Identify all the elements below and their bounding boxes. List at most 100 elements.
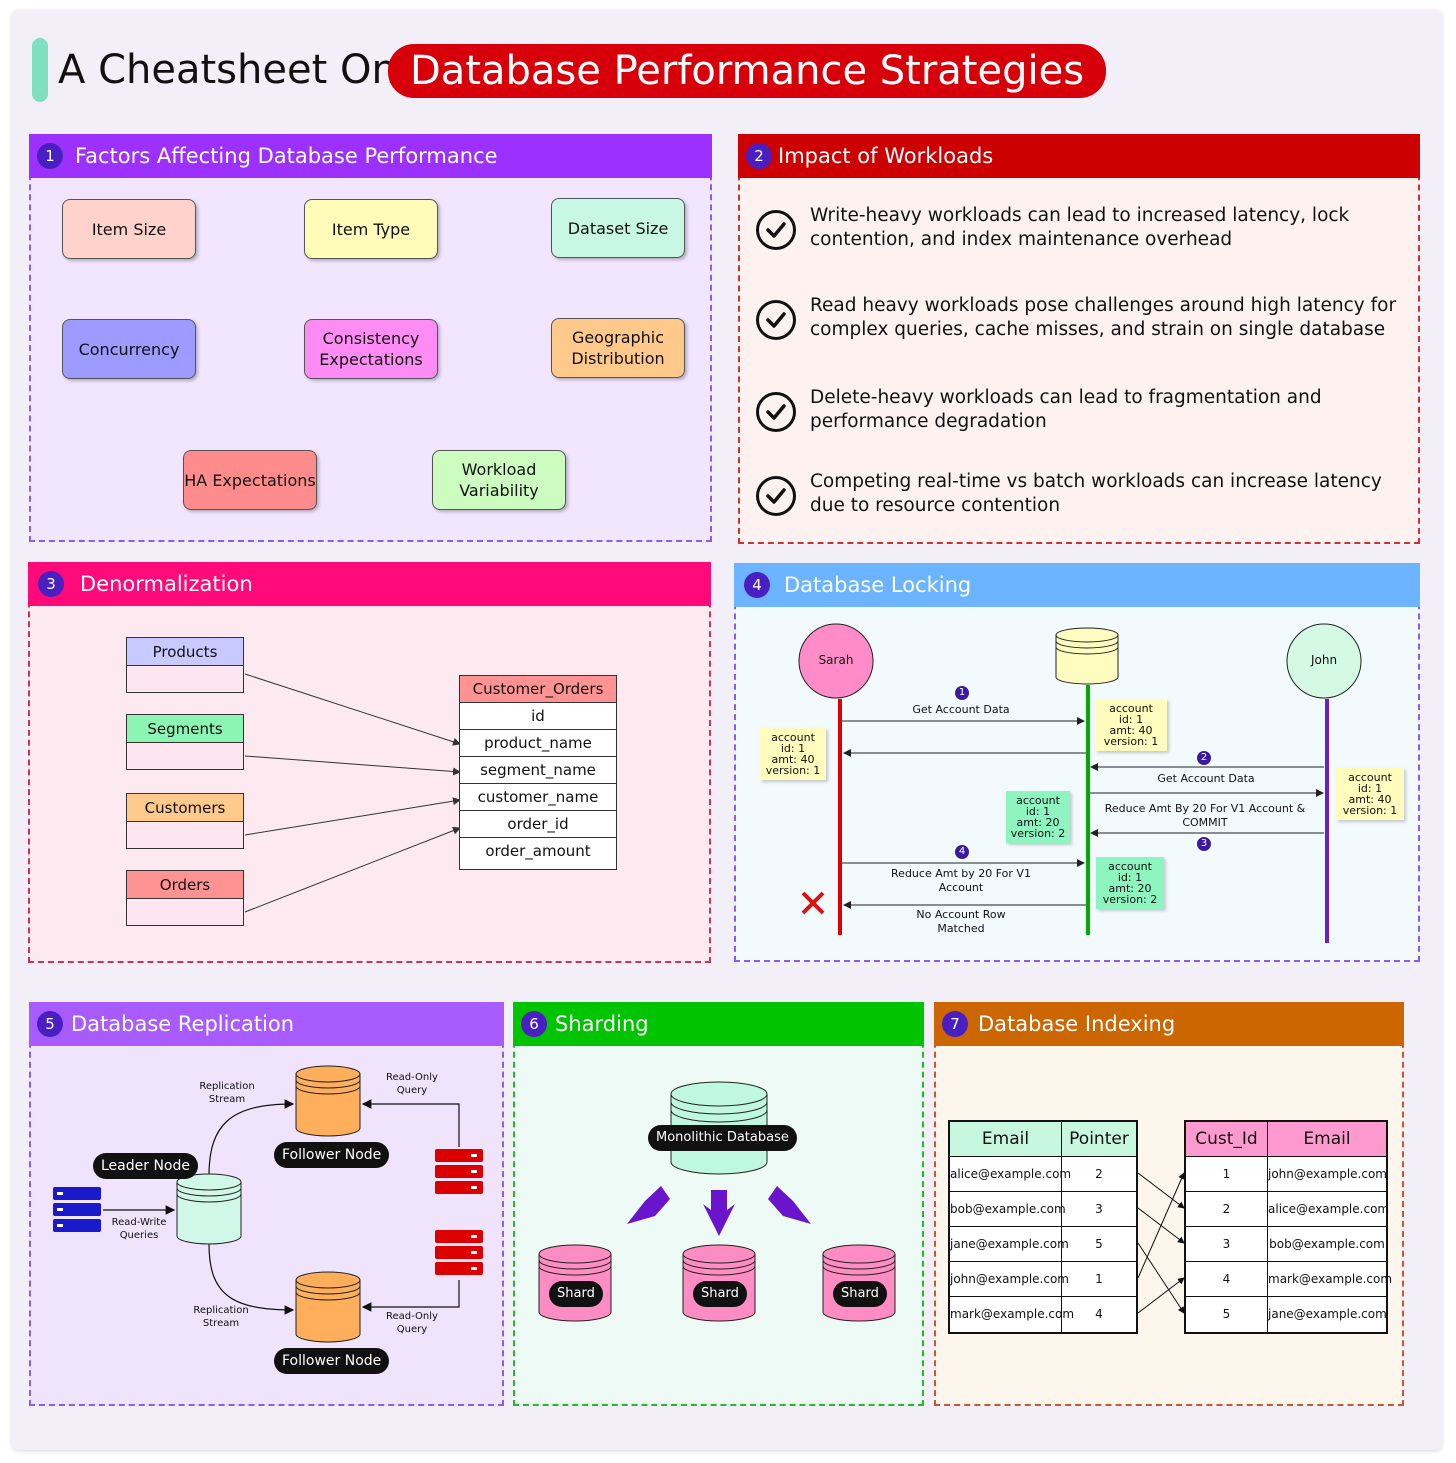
table-orders: Orders [126, 870, 244, 926]
panel-workloads-title: Impact of Workloads [778, 144, 994, 168]
message-label: Reduce Amt by 20 For V1 Account [891, 867, 1031, 894]
panel-indexing-title: Database Indexing [978, 1012, 1176, 1036]
factor-workload: Workload Variability [432, 450, 566, 510]
table-row: segment_name [460, 757, 616, 784]
leader-database-icon [176, 1173, 242, 1245]
message-label: Get Account Data [912, 703, 1010, 716]
shard-label: Shard [833, 1281, 887, 1307]
table-customers-header: Customers [127, 794, 243, 822]
panel-number-badge: 7 [942, 1011, 968, 1037]
follower-database-icon [295, 1271, 361, 1343]
shard-label: Shard [549, 1281, 603, 1307]
check-circle-icon [756, 476, 796, 516]
panel-number-badge: 3 [38, 571, 64, 597]
actor-john-label: John [1310, 653, 1338, 667]
panel-locking-header: 4 Database Locking [734, 563, 1420, 607]
check-circle-icon [756, 210, 796, 250]
table-customer-orders: Customer_Orders id product_name segment_… [459, 675, 617, 870]
panel-denormalization-header: 3 Denormalization [28, 562, 711, 606]
table-row: customer_name [460, 784, 616, 811]
title-accent-bar [32, 38, 48, 102]
panel-replication-header: 5 Database Replication [29, 1002, 504, 1046]
john-actor [1286, 623, 1362, 699]
factor-ha: HA Expectations [183, 450, 317, 510]
sharding-diagram [538, 1081, 896, 1322]
client-server-icon [53, 1187, 101, 1232]
workload-point: Competing real-time vs batch workloads c… [756, 470, 1416, 530]
factor-dataset-size: Dataset Size [551, 198, 685, 258]
panel-number-badge: 6 [521, 1011, 547, 1037]
workload-point: Read heavy workloads pose challenges aro… [756, 294, 1416, 354]
step-badge [955, 845, 969, 859]
actor-sarah-label: Sarah [818, 653, 854, 667]
panel-number-badge: 2 [746, 143, 772, 169]
replication-diagram [53, 1065, 483, 1343]
table-products-header: Products [127, 638, 243, 666]
read-only-query-label: Read-Only Query [386, 1072, 438, 1096]
index-table-header: Email Pointer [950, 1122, 1136, 1157]
factor-concurrency: Concurrency [62, 319, 196, 379]
follower-database-icon [295, 1065, 361, 1137]
shard-label: Shard [693, 1281, 747, 1307]
table-segments: Segments [126, 714, 244, 770]
denormalization-arrows [244, 673, 461, 913]
index-pointer-arrows [1137, 1172, 1185, 1314]
sarah-actor [798, 623, 874, 699]
table-orders-header: Orders [127, 871, 243, 899]
factor-geographic: Geographic Distribution [551, 318, 685, 378]
panel-factors-header: 1 Factors Affecting Database Performance [29, 134, 712, 178]
step-number: 2 [1200, 752, 1208, 763]
locking-sequence-diagram [798, 623, 1362, 943]
panel-denormalization-title: Denormalization [80, 572, 253, 596]
database-icon [1055, 627, 1119, 685]
table-row: id [460, 703, 616, 730]
column-header: Cust_Id [1186, 1122, 1268, 1156]
table-row: order_amount [485, 842, 591, 860]
table-customers: Customers [126, 793, 244, 849]
message-label: No Account Row Matched [916, 908, 1006, 935]
panel-replication-title: Database Replication [71, 1012, 295, 1036]
read-only-query-label: Read-Only Query [386, 1311, 438, 1335]
red-cross-icon [801, 891, 825, 915]
panel-denormalization: 3 Denormalization Products Segments Cust… [28, 562, 711, 963]
workload-point: Write-heavy workloads can lead to increa… [756, 204, 1416, 264]
check-circle-icon [756, 300, 796, 340]
panel-locking-title: Database Locking [784, 573, 972, 597]
step-badge [1197, 837, 1211, 851]
replication-stream-label: Replication Stream [193, 1305, 249, 1329]
workload-point-text: Write-heavy workloads can lead to increa… [810, 205, 1350, 250]
panel-workloads-header: 2 Impact of Workloads [738, 134, 1420, 178]
split-arrow-icon [627, 1186, 811, 1236]
monolith-label: Monolithic Database [648, 1125, 797, 1151]
column-header: Email [1303, 1129, 1351, 1149]
leader-node-label: Leader Node [93, 1153, 198, 1179]
client-server-icon [435, 1149, 483, 1194]
client-server-icon [435, 1230, 483, 1275]
factor-item-size: Item Size [62, 199, 196, 259]
step-number: 3 [1200, 838, 1208, 849]
panel-sharding-title: Sharding [555, 1012, 649, 1036]
read-write-query-label: Read-Write Queries [111, 1217, 167, 1241]
panel-number-badge: 5 [37, 1011, 63, 1037]
panel-locking: 4 Database Locking Sarah [734, 563, 1420, 962]
column-header: Email [950, 1122, 1062, 1156]
page-title-highlight: Database Performance Strategies [388, 44, 1107, 98]
panel-factors: 1 Factors Affecting Database Performance… [29, 134, 712, 542]
workload-point: Delete-heavy workloads can lead to fragm… [756, 386, 1416, 446]
step-number: 4 [958, 846, 966, 857]
panel-indexing-header: 7 Database Indexing [934, 1002, 1404, 1046]
